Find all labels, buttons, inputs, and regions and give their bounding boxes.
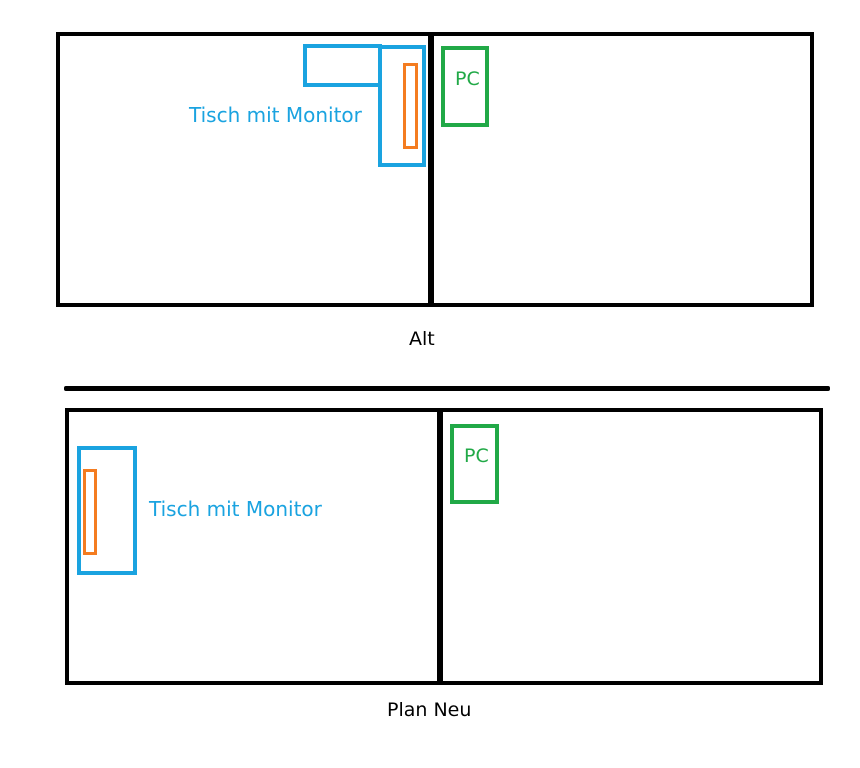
neu-monitor — [83, 469, 97, 555]
neu-desk-label: Tisch mit Monitor — [149, 497, 322, 521]
neu-room-right — [437, 408, 823, 685]
alt-caption: Alt — [409, 328, 435, 350]
alt-pc — [441, 46, 489, 127]
alt-room-left — [56, 32, 434, 307]
neu-room-left — [65, 408, 443, 685]
neu-caption: Plan Neu — [387, 699, 472, 721]
neu-pc-label: PC — [464, 445, 489, 467]
alt-desk-label: Tisch mit Monitor — [189, 103, 362, 127]
neu-desk — [77, 446, 137, 575]
alt-desk — [378, 45, 426, 167]
alt-desk-side-shelf — [303, 44, 382, 87]
separator-line — [64, 386, 830, 391]
alt-pc-label: PC — [455, 68, 480, 90]
alt-room-right — [428, 32, 814, 307]
alt-monitor — [403, 63, 418, 149]
neu-pc — [450, 424, 499, 504]
